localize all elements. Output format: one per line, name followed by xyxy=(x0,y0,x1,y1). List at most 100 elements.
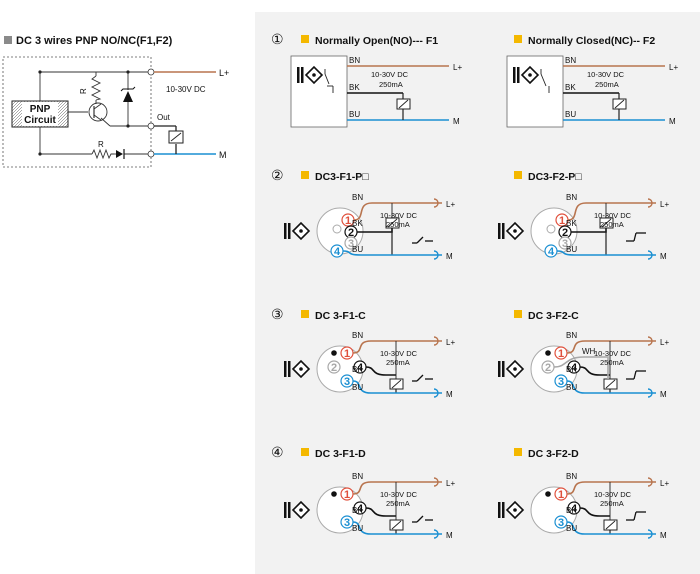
section-number: ① xyxy=(271,31,284,47)
bu-label: BU xyxy=(349,110,360,119)
sensor-symbol-icon xyxy=(498,502,501,518)
resistor-top-label: R xyxy=(79,88,88,94)
bu-label: BU xyxy=(565,110,576,119)
pin-4: 4 xyxy=(357,362,364,374)
section-title-right: DC 3-F2-D xyxy=(528,448,579,460)
m-label: M xyxy=(446,531,453,540)
m-label: M xyxy=(446,390,453,399)
sensor-symbol-icon xyxy=(498,361,501,377)
voltage-label: 10-30V DC xyxy=(380,349,418,358)
section-title-right: Normally Closed(NC)-- F2 xyxy=(528,35,655,47)
sensor-symbol-icon xyxy=(284,502,287,518)
current-label: 250mA xyxy=(595,80,619,89)
brown-wire xyxy=(566,481,656,495)
zener-diode-icon xyxy=(120,86,136,102)
left-voltage-label: 10-30V DC xyxy=(166,85,206,94)
sensor-dashed-box xyxy=(2,56,152,168)
pin-1: 1 xyxy=(344,489,350,501)
resistor-bottom xyxy=(91,148,114,160)
pin-1: 1 xyxy=(559,215,565,227)
section-title-left: DC 3-F1-D xyxy=(315,448,366,460)
bn-label: BN xyxy=(566,331,577,340)
pnp-label: PNP xyxy=(30,104,51,115)
bu-label: BU xyxy=(352,245,363,254)
pnp-circuit-diagram: DC 3 wires PNP NO/NC(F1,F2) R xyxy=(2,35,229,168)
current-label: 250mA xyxy=(386,358,410,367)
bk-label: BK xyxy=(352,506,363,515)
section-title-right: DC 3-F2-C xyxy=(528,310,579,322)
wh-label: WH xyxy=(582,347,596,356)
pin-1: 1 xyxy=(344,348,350,360)
pin-1: 1 xyxy=(558,489,564,501)
section-number: ② xyxy=(271,167,284,183)
bn-label: BN xyxy=(349,56,360,65)
section-number: ④ xyxy=(271,444,284,460)
m-label: M xyxy=(446,252,453,261)
left-title: DC 3 wires PNP NO/NC(F1,F2) xyxy=(16,35,173,47)
bn-label: BN xyxy=(566,193,577,202)
pin-4: 4 xyxy=(548,246,555,258)
resistor-top xyxy=(90,75,102,101)
brown-wire xyxy=(352,340,442,354)
m-label: M xyxy=(660,390,667,399)
brown-wire xyxy=(567,202,656,221)
diode-bottom-icon xyxy=(114,149,125,159)
title-bullet-icon xyxy=(514,35,522,43)
bu-label: BU xyxy=(566,383,577,392)
lplus-label: L+ xyxy=(669,63,678,72)
blue-wire xyxy=(566,521,656,535)
lplus-label: L+ xyxy=(446,338,455,347)
pin-3: 3 xyxy=(344,517,350,529)
black-wire xyxy=(365,366,396,376)
voltage-label: 10-30V DC xyxy=(371,70,409,79)
pin-1: 1 xyxy=(345,215,351,227)
brown-wire xyxy=(352,481,442,495)
voltage-label: 10-30V DC xyxy=(380,211,418,220)
pin-4: 4 xyxy=(357,503,364,515)
pin-3: 3 xyxy=(348,238,354,250)
bk-label: BK xyxy=(566,506,577,515)
white-wire xyxy=(553,356,609,379)
lplus-label: L+ xyxy=(660,200,669,209)
current-label: 250mA xyxy=(386,499,410,508)
pin-3: 3 xyxy=(558,517,564,529)
black-wire xyxy=(365,507,396,517)
current-label: 250mA xyxy=(386,220,410,229)
bk-label: BK xyxy=(352,219,363,228)
brown-wire xyxy=(566,340,656,354)
bu-label: BU xyxy=(352,383,363,392)
black-wire xyxy=(579,507,610,517)
bu-label: BU xyxy=(352,524,363,533)
pin-2: 2 xyxy=(545,362,551,374)
lplus-label: L+ xyxy=(660,479,669,488)
bn-label: BN xyxy=(566,472,577,481)
voltage-label: 10-30V DC xyxy=(380,490,418,499)
pin-4: 4 xyxy=(571,362,578,374)
title-bullet-icon xyxy=(301,171,309,179)
pin-1: 1 xyxy=(558,348,564,360)
bk-label: BK xyxy=(352,365,363,374)
pin-3: 3 xyxy=(344,376,350,388)
black-wire xyxy=(579,366,610,376)
current-label: 250mA xyxy=(600,220,624,229)
lplus-label: L+ xyxy=(453,63,462,72)
title-bullet-icon xyxy=(514,448,522,456)
bn-label: BN xyxy=(352,472,363,481)
bk-label: BK xyxy=(349,83,360,92)
circuit-label: Circuit xyxy=(24,115,56,126)
sensor-box xyxy=(290,55,348,128)
voltage-label: 10-30V DC xyxy=(594,211,632,220)
section-number: ③ xyxy=(271,306,284,322)
blue-wire xyxy=(342,250,442,256)
lplus-label: L+ xyxy=(660,338,669,347)
pin-4: 4 xyxy=(334,246,341,258)
title-bullet-icon xyxy=(301,448,309,456)
sensor-symbol-icon xyxy=(284,361,287,377)
section-title-left: Normally Open(NO)--- F1 xyxy=(315,35,438,47)
lplus-label: L+ xyxy=(446,200,455,209)
lplus-label: L+ xyxy=(446,479,455,488)
